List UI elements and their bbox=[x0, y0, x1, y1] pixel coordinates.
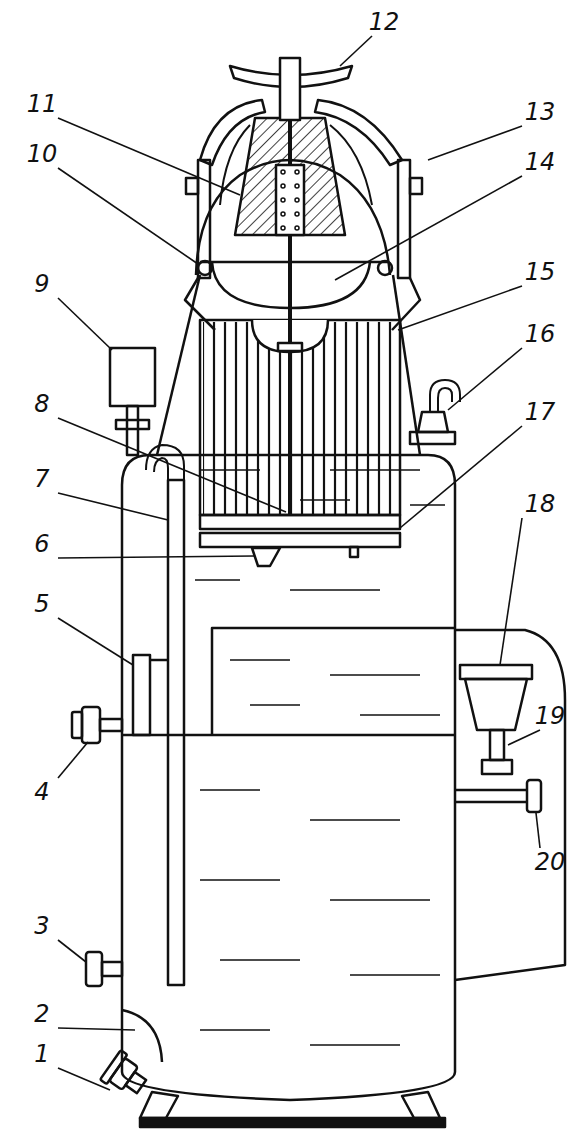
gauge-link bbox=[150, 659, 168, 662]
callout-number: 10 bbox=[25, 141, 60, 167]
steam-pipe bbox=[168, 480, 184, 985]
heater-housing bbox=[455, 630, 565, 980]
valve-wheel bbox=[72, 712, 82, 738]
gasket bbox=[378, 261, 392, 275]
water-level bbox=[122, 734, 455, 737]
leg bbox=[402, 1092, 440, 1118]
safety-valve-flange bbox=[116, 420, 149, 429]
clamp-arm-inner bbox=[220, 125, 372, 205]
callout-number: 9 bbox=[32, 271, 51, 297]
heater-plate bbox=[460, 665, 532, 679]
diffuser bbox=[252, 548, 280, 566]
clamp-arm bbox=[315, 100, 402, 165]
lid-plate bbox=[200, 261, 388, 264]
leader-lines bbox=[58, 36, 540, 1090]
valve-cup bbox=[212, 262, 370, 308]
clamp-tab bbox=[186, 178, 198, 194]
clamp-tab bbox=[410, 178, 422, 194]
callout-number: 5 bbox=[32, 591, 51, 617]
gauge-body bbox=[418, 412, 448, 432]
callout-number: 19 bbox=[533, 703, 568, 729]
safety-valve bbox=[110, 348, 155, 406]
leg bbox=[140, 1092, 178, 1118]
callout-number: 14 bbox=[523, 149, 558, 175]
heater-nut bbox=[482, 760, 512, 774]
valve-knob bbox=[82, 707, 100, 743]
cone-wall bbox=[393, 275, 420, 455]
callout-number: 7 bbox=[32, 466, 51, 492]
callout-number: 20 bbox=[533, 849, 568, 875]
vessel-body bbox=[122, 455, 455, 1100]
valve-stem bbox=[100, 719, 122, 731]
inner-chamber bbox=[212, 628, 455, 735]
valve-knob bbox=[86, 952, 102, 986]
spring-bore bbox=[276, 165, 304, 235]
valve-stem bbox=[102, 962, 122, 976]
clamp-bracket bbox=[185, 278, 420, 330]
callout-number: 4 bbox=[32, 779, 51, 805]
handwheel-hub bbox=[280, 58, 300, 120]
basket-tubes bbox=[203, 322, 397, 514]
drain-pipe bbox=[455, 801, 527, 804]
callout-number: 13 bbox=[523, 99, 558, 125]
base-plate bbox=[140, 1118, 445, 1127]
callout-number: 3 bbox=[32, 913, 51, 939]
clamp-post bbox=[398, 160, 410, 278]
heater-rod bbox=[490, 730, 504, 760]
callout-number: 15 bbox=[523, 259, 558, 285]
callout-number: 18 bbox=[523, 491, 558, 517]
gauge-glass bbox=[133, 655, 150, 735]
callout-number: 17 bbox=[523, 399, 558, 425]
drain-sump bbox=[122, 1010, 162, 1062]
clamp-arm bbox=[200, 100, 265, 165]
callout-number: 6 bbox=[32, 531, 51, 557]
callout-number: 11 bbox=[25, 91, 60, 117]
callout-number: 1 bbox=[32, 1041, 51, 1067]
heater-element bbox=[465, 679, 527, 730]
callout-number: 16 bbox=[523, 321, 558, 347]
plate-foot bbox=[350, 547, 358, 557]
lid-block bbox=[235, 118, 345, 235]
cone-wall bbox=[157, 275, 200, 455]
drain-tap bbox=[527, 780, 541, 812]
gauge-tube bbox=[430, 380, 460, 412]
callout-number: 8 bbox=[32, 391, 51, 417]
stem-nut bbox=[278, 343, 302, 351]
spring bbox=[281, 170, 299, 230]
gauge-base bbox=[410, 432, 455, 444]
plate bbox=[200, 533, 400, 547]
callout-number: 2 bbox=[32, 1001, 51, 1027]
basket bbox=[200, 320, 400, 515]
plate bbox=[200, 515, 400, 529]
drain-pipe bbox=[455, 789, 527, 792]
drain-valve bbox=[100, 1050, 152, 1101]
callout-number: 12 bbox=[367, 9, 402, 35]
